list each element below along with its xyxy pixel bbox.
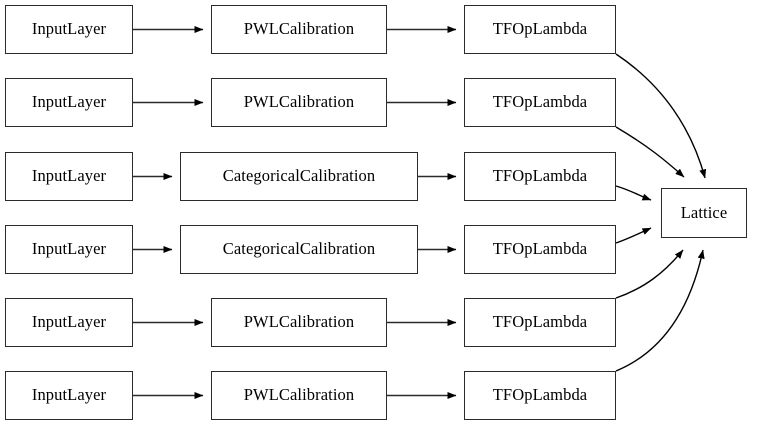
node-label: TFOpLambda: [492, 19, 588, 39]
node-input-layer-3[interactable]: InputLayer: [5, 152, 133, 201]
node-tf-op-lambda-1[interactable]: TFOpLambda: [464, 5, 616, 54]
node-pwl-calibration-2[interactable]: PWLCalibration: [211, 78, 387, 127]
node-lattice[interactable]: Lattice: [661, 188, 747, 238]
node-label: Lattice: [680, 202, 728, 222]
edge-op3-lattice: [615, 185, 652, 201]
edge-op2-lattice: [615, 126, 685, 178]
node-label: TFOpLambda: [492, 312, 588, 332]
node-label: InputLayer: [31, 312, 107, 332]
node-input-layer-5[interactable]: InputLayer: [5, 298, 133, 347]
node-input-layer-2[interactable]: InputLayer: [5, 78, 133, 127]
node-label: TFOpLambda: [492, 92, 588, 112]
node-tf-op-lambda-4[interactable]: TFOpLambda: [464, 225, 616, 274]
node-categorical-calibration-1[interactable]: CategoricalCalibration: [180, 152, 418, 201]
node-label: CategoricalCalibration: [222, 239, 376, 259]
edge-op5-lattice: [615, 249, 684, 299]
node-input-layer-1[interactable]: InputLayer: [5, 5, 133, 54]
node-pwl-calibration-3[interactable]: PWLCalibration: [211, 298, 387, 347]
node-label: TFOpLambda: [492, 385, 588, 405]
node-input-layer-6[interactable]: InputLayer: [5, 371, 133, 420]
node-label: CategoricalCalibration: [222, 166, 376, 186]
node-categorical-calibration-2[interactable]: CategoricalCalibration: [180, 225, 418, 274]
edge-op4-lattice: [615, 227, 652, 244]
node-label: PWLCalibration: [243, 385, 355, 405]
node-label: InputLayer: [31, 92, 107, 112]
node-label: PWLCalibration: [243, 312, 355, 332]
node-label: PWLCalibration: [243, 92, 355, 112]
edges-calibration-to-op: [387, 26, 457, 399]
node-label: PWLCalibration: [243, 19, 355, 39]
node-tf-op-lambda-3[interactable]: TFOpLambda: [464, 152, 616, 201]
node-label: InputLayer: [31, 239, 107, 259]
node-label: TFOpLambda: [492, 166, 588, 186]
node-tf-op-lambda-6[interactable]: TFOpLambda: [464, 371, 616, 420]
edges-op-to-lattice: [615, 53, 707, 372]
node-pwl-calibration-1[interactable]: PWLCalibration: [211, 5, 387, 54]
node-tf-op-lambda-5[interactable]: TFOpLambda: [464, 298, 616, 347]
node-label: InputLayer: [31, 166, 107, 186]
edges-input-to-calibration: [133, 26, 204, 399]
node-input-layer-4[interactable]: InputLayer: [5, 225, 133, 274]
node-label: TFOpLambda: [492, 239, 588, 259]
node-pwl-calibration-4[interactable]: PWLCalibration: [211, 371, 387, 420]
node-tf-op-lambda-2[interactable]: TFOpLambda: [464, 78, 616, 127]
node-label: InputLayer: [31, 385, 107, 405]
edge-op6-lattice: [615, 249, 705, 372]
edge-op1-lattice: [615, 53, 707, 179]
node-label: InputLayer: [31, 19, 107, 39]
